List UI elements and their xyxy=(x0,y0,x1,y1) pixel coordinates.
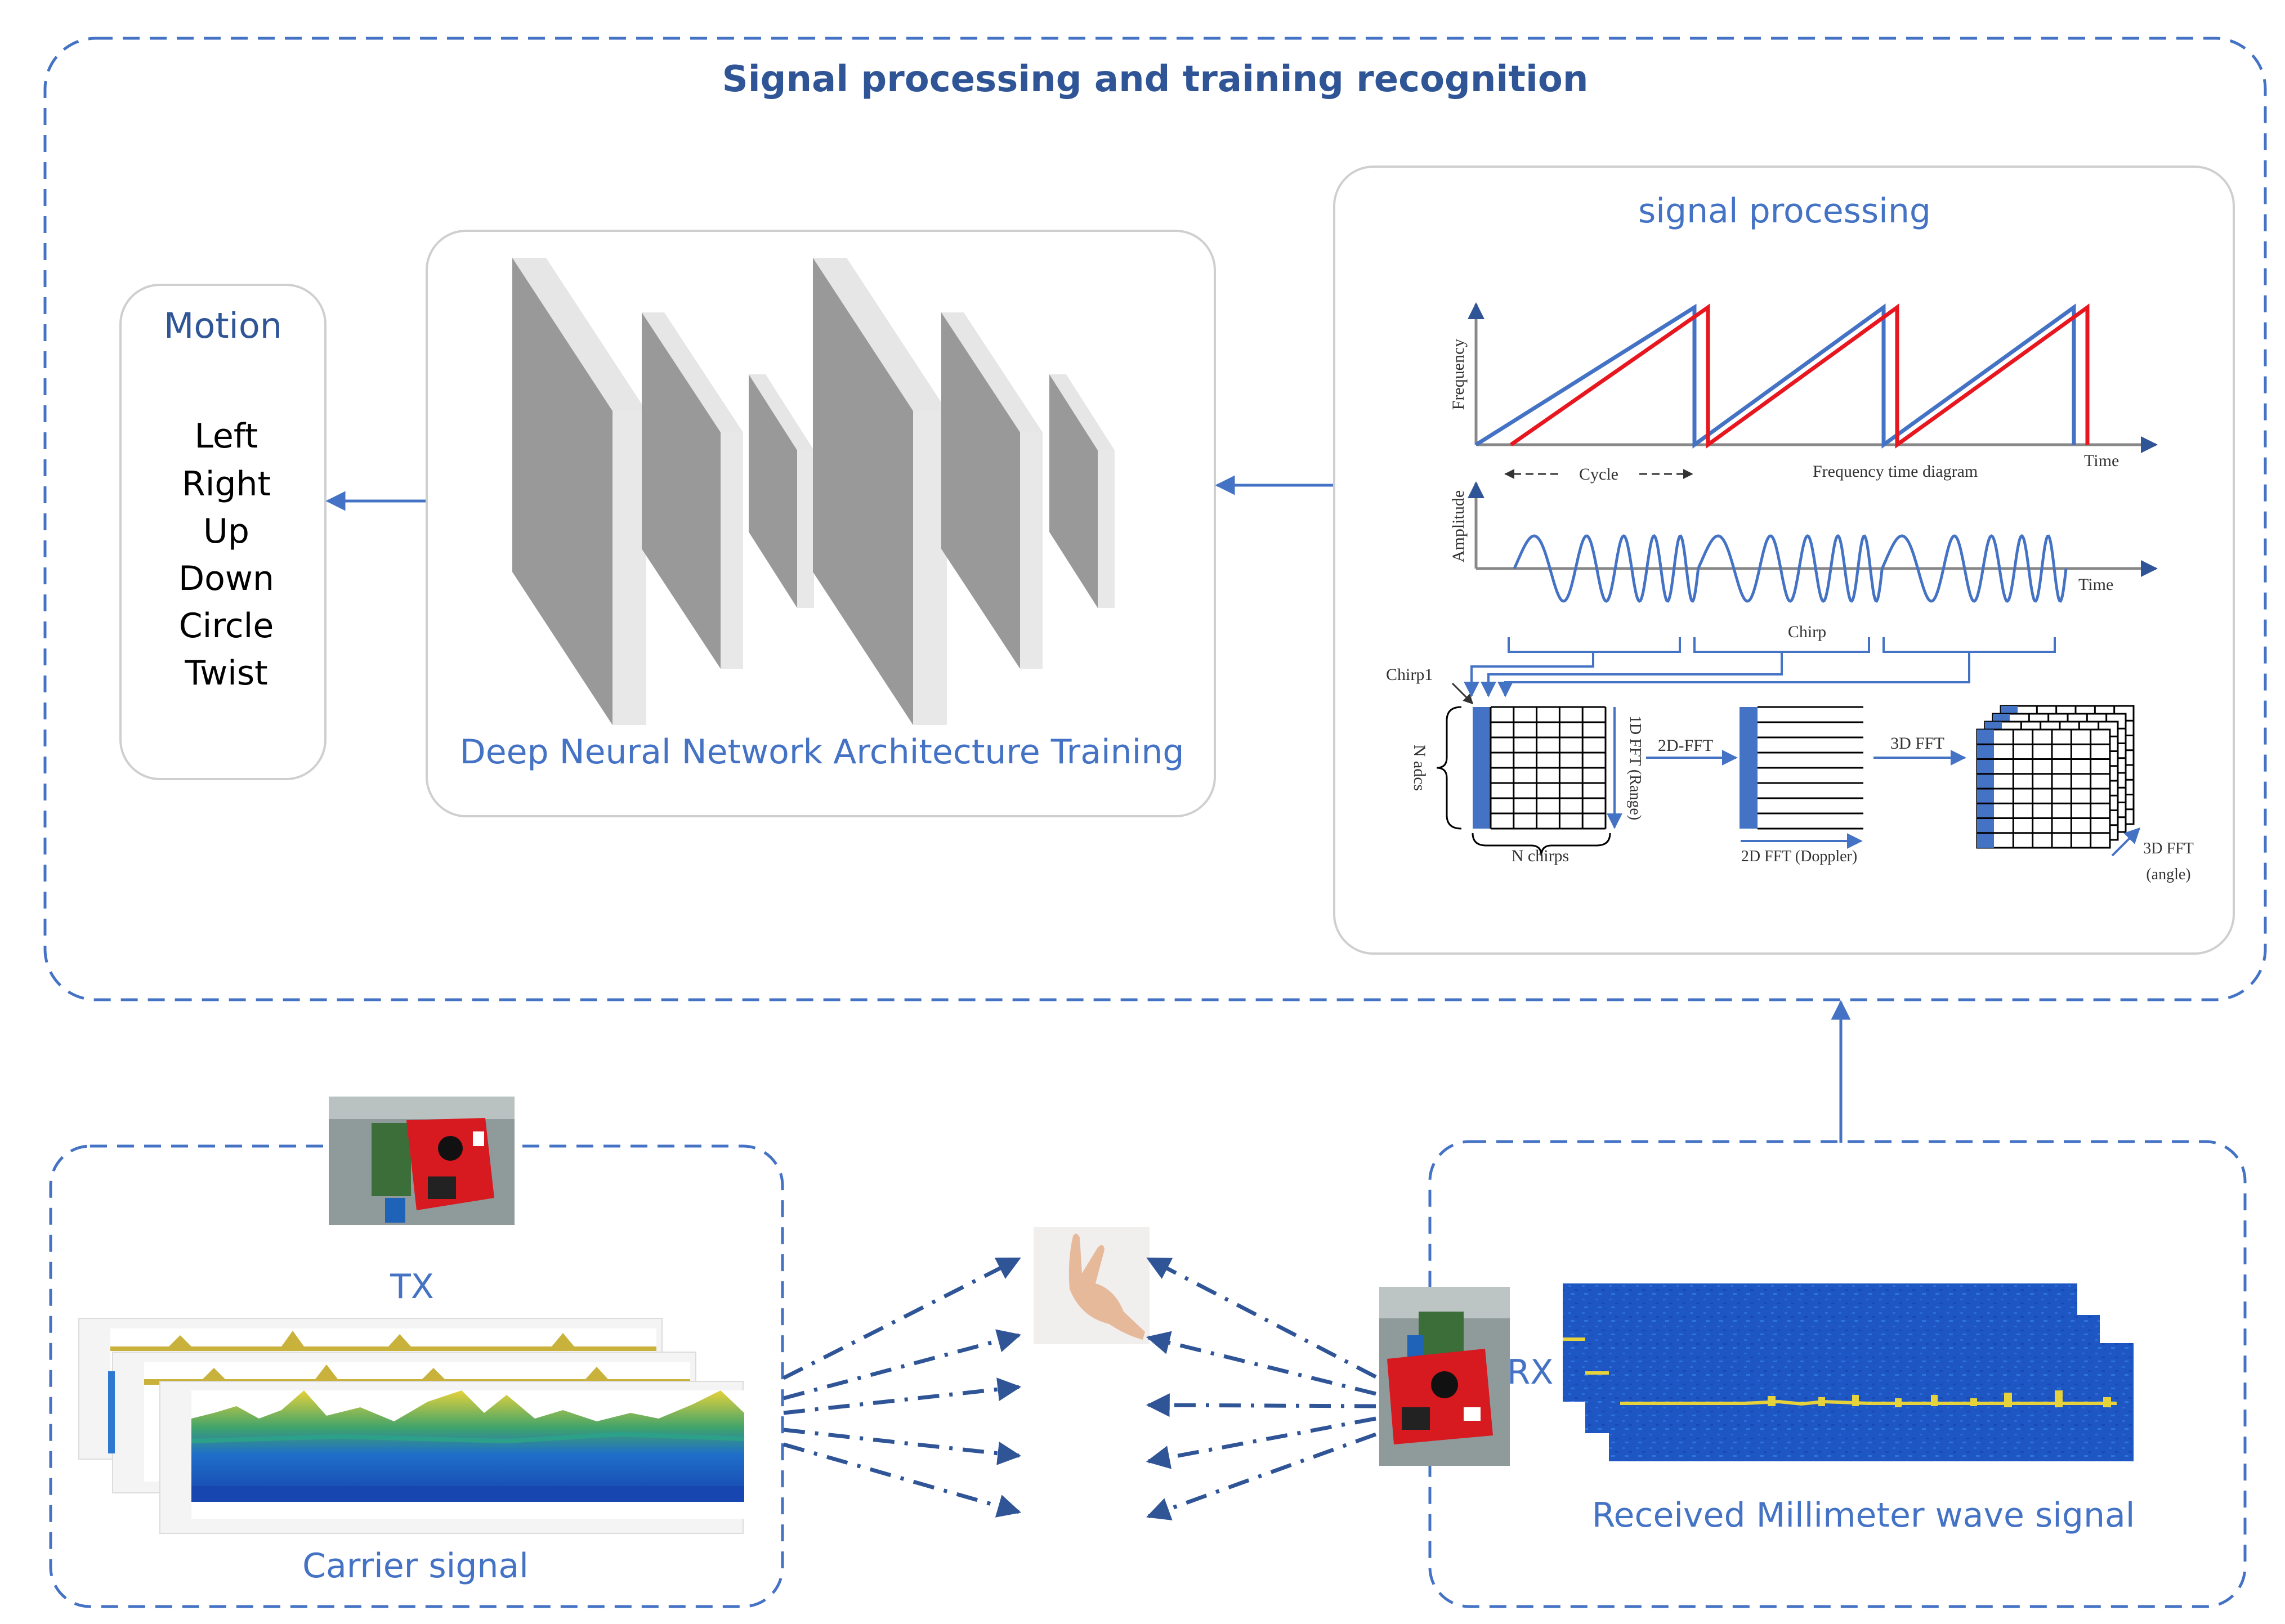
fft3-bottom-arrow xyxy=(2111,827,2140,857)
amp-axis-label: Amplitude xyxy=(1449,490,1468,562)
time-axis-label: Time xyxy=(2084,451,2119,470)
freq-time-diagram-label: Frequency time diagram xyxy=(1813,462,1978,481)
adcs-brace xyxy=(1436,706,1462,830)
motion-title: Motion xyxy=(164,305,282,346)
fft3-bottom-label-2: (angle) xyxy=(2146,866,2190,883)
carrier-plot-front xyxy=(159,1381,745,1534)
carrier-signal-plots xyxy=(78,1318,745,1534)
motion-box xyxy=(119,284,327,780)
dnn-layer xyxy=(512,258,646,725)
dnn-layer xyxy=(642,312,743,669)
tx-board-photo xyxy=(329,1097,515,1225)
dnn-layer xyxy=(941,312,1043,669)
dnn-label: Deep Neural Network Architecture Trainin… xyxy=(460,732,1184,772)
doppler-matrix xyxy=(1740,706,1863,830)
chirp1-label: Chirp1 xyxy=(1386,665,1433,684)
chirps-label: N chirps xyxy=(1512,847,1569,865)
rx-wave-arrows xyxy=(1146,1256,1377,1520)
fft2-top-label: 2D-FFT xyxy=(1658,736,1713,755)
chirp1-pointer xyxy=(1451,682,1474,705)
carrier-signal-caption: Carrier signal xyxy=(302,1546,529,1586)
doppler-trace xyxy=(1620,1399,2117,1406)
range-matrix: N adcs N chirps 1D FFT (Range) xyxy=(1410,706,1644,865)
dnn-layer xyxy=(749,374,814,608)
adcs-label: N adcs xyxy=(1410,745,1429,791)
tx-label: TX xyxy=(390,1267,434,1307)
rx-board-photo xyxy=(1379,1287,1510,1466)
page-title: Signal processing and training recogniti… xyxy=(722,59,1589,100)
dnn-layer xyxy=(1049,374,1115,608)
dnn-layer-stack xyxy=(512,258,1115,725)
angle-cube xyxy=(1976,705,2135,849)
tx-chirp-line xyxy=(1475,303,2076,449)
motion-item: Down xyxy=(178,559,274,598)
fft3-top-label: 3D FFT xyxy=(1890,734,1944,753)
dnn-layer xyxy=(813,258,947,725)
amplitude-chart: Amplitude Time xyxy=(1449,481,2158,603)
chirp-waveform xyxy=(1513,534,2068,603)
mm-wave-spectrograms xyxy=(1563,1283,2134,1461)
motion-item: Circle xyxy=(179,606,274,646)
chirp-label: Chirp xyxy=(1788,623,1826,641)
frequency-time-chart: Frequency Time Cycle Frequency time diag… xyxy=(1449,302,2158,484)
fft3-bottom-label-1: 3D FFT xyxy=(2143,840,2193,857)
cycle-label: Cycle xyxy=(1579,465,1618,484)
rx-label: RX xyxy=(1507,1353,1554,1392)
time-axis-label: Time xyxy=(2078,575,2113,594)
received-signal-caption: Received Millimeter wave signal xyxy=(1592,1496,2135,1535)
motion-item: Right xyxy=(182,464,271,504)
chirps-brace xyxy=(1472,833,1611,856)
chirp-brackets xyxy=(1464,637,2056,697)
hand-gesture-image xyxy=(1034,1227,1150,1344)
fft1-label: 1D FFT (Range) xyxy=(1626,715,1644,820)
rx-chirp-line xyxy=(1509,303,2090,449)
signal-processing-title: signal processing xyxy=(1638,191,1931,231)
motion-item: Up xyxy=(203,512,249,551)
motion-item: Left xyxy=(195,417,258,456)
fft2-bottom-label: 2D FFT (Doppler) xyxy=(1741,848,1857,865)
motion-item: Twist xyxy=(184,654,267,693)
rx-box xyxy=(1428,1140,2247,1608)
top-container xyxy=(43,37,2267,1001)
tx-wave-arrows xyxy=(782,1256,1022,1518)
freq-axis-label: Frequency xyxy=(1449,339,1468,410)
